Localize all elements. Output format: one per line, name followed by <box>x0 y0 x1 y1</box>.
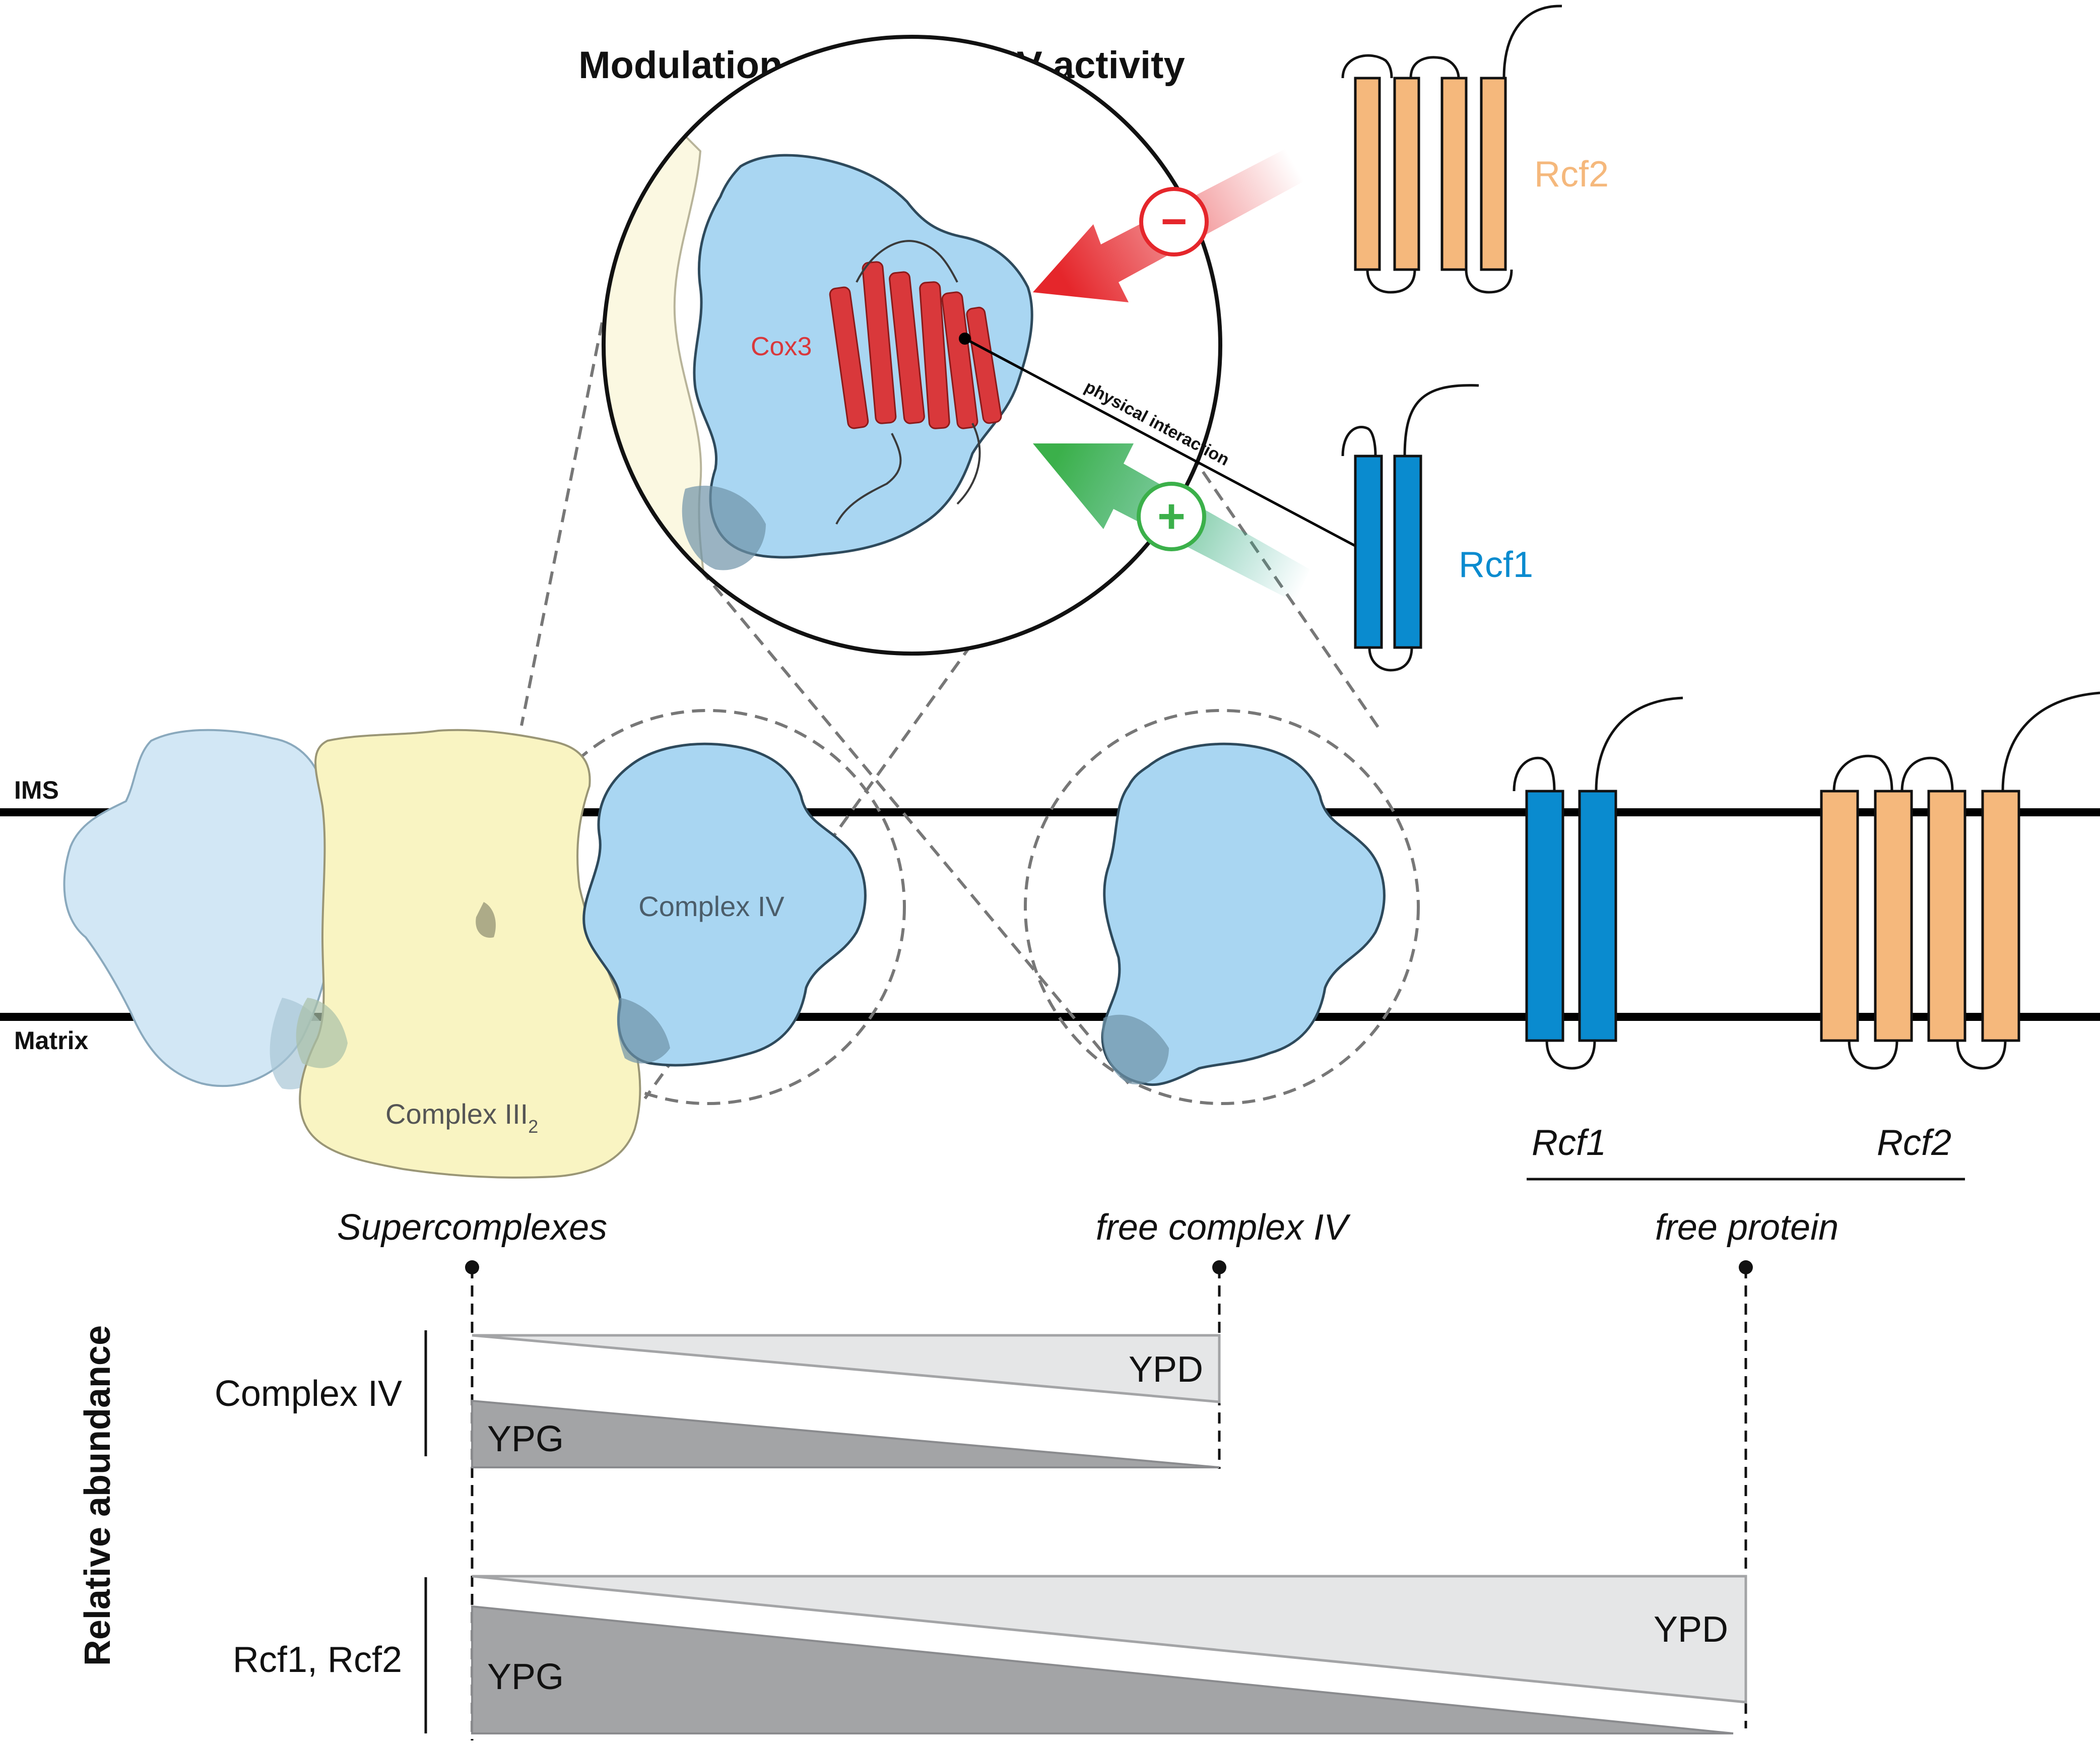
free-complex-iv-highlight-circle <box>1024 709 1420 1105</box>
zoom-complex-iv-shadow <box>682 485 766 570</box>
cox3-helices <box>829 261 1002 429</box>
row1-ypd-label: YPD <box>1129 1349 1203 1390</box>
row1-ypd-wedge <box>472 1334 1221 1403</box>
abundance-row2-label: Rcf1, Rcf2 <box>233 1640 402 1680</box>
complex-iv-label: Complex IV <box>638 890 784 922</box>
rcf2-membrane <box>1820 691 2100 1070</box>
svg-text:+: + <box>1157 489 1186 543</box>
rcf1-membrane <box>1513 696 1683 1070</box>
free-complex-iv-shadow <box>1102 1014 1169 1084</box>
zoom-complex-iv-blob <box>693 154 1033 559</box>
ims-label: IMS <box>14 776 59 804</box>
matrix-label: Matrix <box>14 1026 88 1055</box>
complex-iii-label: Complex III2 <box>385 1098 538 1137</box>
abundance-axis-label: Relative abundance <box>78 1325 118 1666</box>
physical-interaction-line <box>964 337 1367 553</box>
zoom-circle <box>602 35 1222 656</box>
category-free-protein: free protein <box>1655 1207 1839 1248</box>
complex-iii-overlap-shadow <box>296 998 348 1068</box>
complex-iii-blob <box>299 729 641 1179</box>
rcf2-topology-top <box>1341 5 1562 294</box>
row1-ypg-label: YPG <box>487 1419 564 1459</box>
row2-ypd-label: YPD <box>1654 1609 1728 1650</box>
row1-ypg-wedge <box>471 1399 1220 1468</box>
complex-iii-shadow <box>476 902 496 938</box>
row2-ypd-wedge <box>472 1575 1747 1704</box>
cox3-label: Cox3 <box>751 332 812 361</box>
category-supercomplexes: Supercomplexes <box>337 1207 607 1248</box>
complex-iv-shadow <box>617 998 670 1064</box>
row2-ypg-label: YPG <box>487 1657 564 1697</box>
rcf1-topology-top <box>1341 384 1479 672</box>
free-rcf1-label: Rcf1 <box>1532 1123 1606 1163</box>
faded-complex-iv-blob <box>63 729 334 1087</box>
rcf1-label-top: Rcf1 <box>1459 545 1533 585</box>
activate-badge: + <box>1137 482 1206 551</box>
category-free-complex-iv: free complex IV <box>1096 1207 1351 1248</box>
rcf2-label-top: Rcf2 <box>1534 154 1609 195</box>
free-rcf2-label: Rcf2 <box>1877 1123 1951 1163</box>
inhibit-badge: − <box>1139 187 1209 256</box>
interaction-dot-cox3 <box>959 333 971 345</box>
abundance-row1-label: Complex IV <box>215 1374 402 1414</box>
svg-text:−: − <box>1161 197 1188 247</box>
complex-iv-blob <box>582 742 867 1067</box>
free-complex-iv-blob <box>1101 742 1386 1086</box>
cox3-loops <box>835 240 981 525</box>
row2-ypg-wedge <box>471 1605 1734 1734</box>
